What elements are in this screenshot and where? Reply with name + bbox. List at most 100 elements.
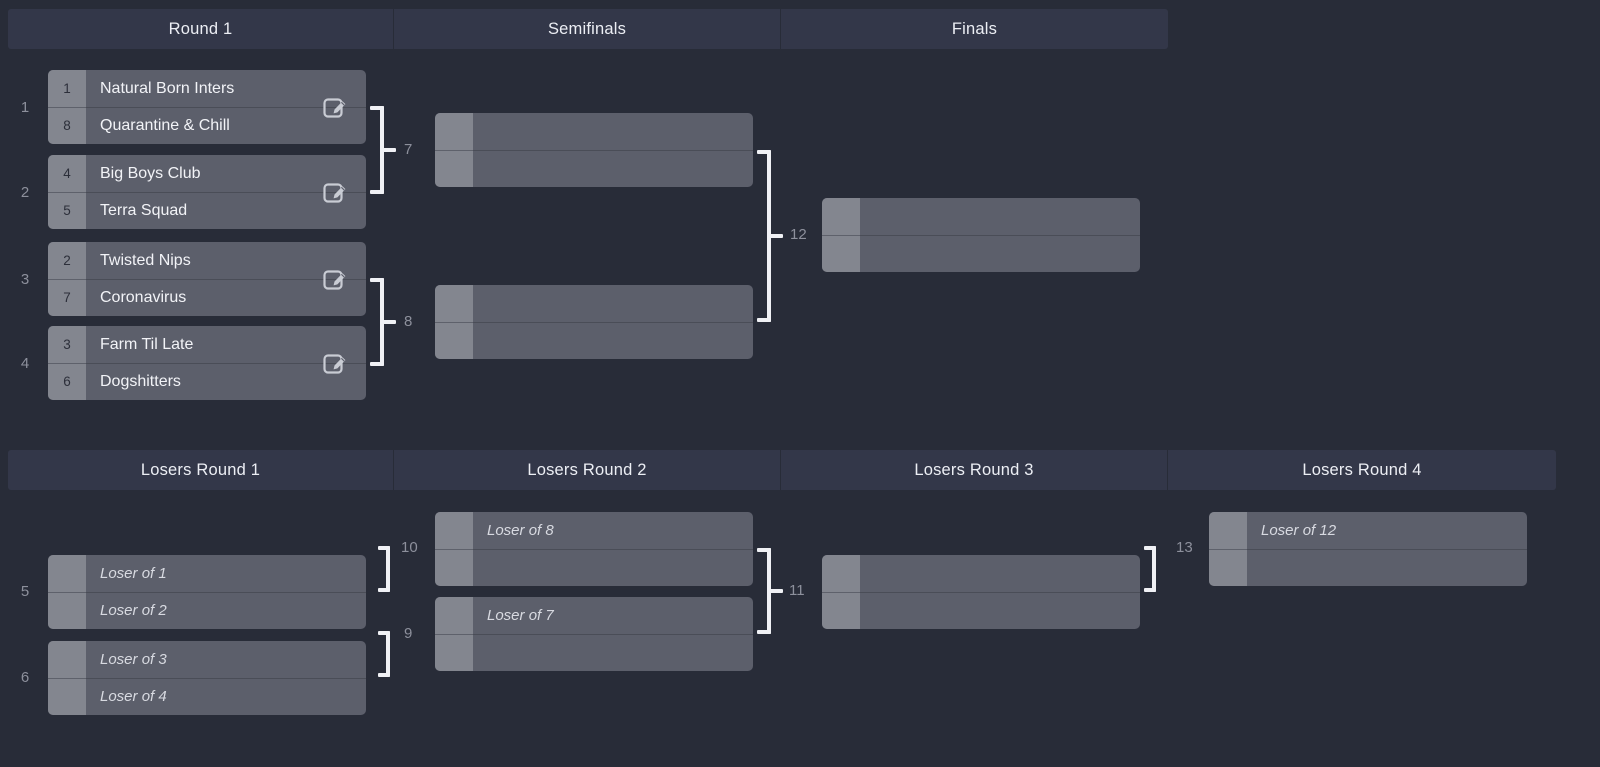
header-semifinals-label: Semifinals	[547, 19, 627, 38]
match-row-number-1: 1	[20, 99, 30, 116]
header-round-1-label: Round 1	[168, 19, 233, 38]
match-3-slot-1[interactable]: 2 Twisted Nips	[48, 242, 366, 279]
header-finals[interactable]: Finals	[781, 9, 1168, 49]
match-card-5[interactable]: Loser of 1 Loser of 2	[48, 555, 366, 629]
match-5-slot-2-team: Loser of 2	[100, 602, 167, 619]
match-1-slot-1[interactable]: 1 Natural Born Inters	[48, 70, 366, 107]
match-4-slot-1-seed: 3	[48, 326, 86, 363]
match-6-slot-2[interactable]: Loser of 4	[48, 678, 366, 715]
match-7-slot-2[interactable]	[435, 150, 753, 187]
match-12-slot-1[interactable]	[822, 198, 1140, 235]
match-card-8[interactable]	[435, 285, 753, 359]
match-12-slot-2[interactable]	[822, 235, 1140, 272]
match-2-slot-1[interactable]: 4 Big Boys Club	[48, 155, 366, 192]
match-7-slot-1[interactable]	[435, 113, 753, 150]
match-number-7: 7	[404, 141, 413, 158]
match-13-slot-2[interactable]	[1209, 549, 1527, 586]
match-number-13: 13	[1176, 539, 1193, 556]
header-losers-round-4-label: Losers Round 4	[1302, 460, 1422, 479]
match-row-number-3: 3	[20, 271, 30, 288]
match-card-7[interactable]	[435, 113, 753, 187]
connector-to-final-12	[757, 150, 791, 322]
match-10-slot-2[interactable]	[435, 549, 753, 586]
header-losers-round-4[interactable]: Losers Round 4	[1168, 450, 1556, 490]
connector-to-losers-11	[757, 548, 791, 634]
match-12-slot-2-seed	[822, 235, 860, 272]
match-card-9[interactable]: Loser of 7	[435, 597, 753, 671]
match-8-slot-2[interactable]	[435, 322, 753, 359]
match-2-slot-2[interactable]: 5 Terra Squad	[48, 192, 366, 229]
match-8-slot-2-seed	[435, 322, 473, 359]
match-3-slot-2-seed: 7	[48, 279, 86, 316]
match-card-10[interactable]: Loser of 8	[435, 512, 753, 586]
match-11-slot-1[interactable]	[822, 555, 1140, 592]
match-card-9-body: Loser of 7	[435, 597, 753, 671]
match-1-slot-1-seed: 1	[48, 70, 86, 107]
match-6-slot-1-seed	[48, 641, 86, 678]
header-losers-round-1[interactable]: Losers Round 1	[8, 450, 394, 490]
match-6-slot-1[interactable]: Loser of 3	[48, 641, 366, 678]
match-1-slot-2[interactable]: 8 Quarantine & Chill	[48, 107, 366, 144]
match-7-slot-2-seed	[435, 150, 473, 187]
match-4-slot-1[interactable]: 3 Farm Til Late	[48, 326, 366, 363]
match-card-1[interactable]: 1 Natural Born Inters 8 Quarantine & Chi…	[48, 70, 366, 144]
match-card-12[interactable]	[822, 198, 1140, 272]
match-2-slot-2-seed: 5	[48, 192, 86, 229]
match-5-slot-1[interactable]: Loser of 1	[48, 555, 366, 592]
match-8-slot-1-seed	[435, 285, 473, 322]
match-card-3[interactable]: 2 Twisted Nips 7 Coronavirus	[48, 242, 366, 316]
match-3-slot-1-seed: 2	[48, 242, 86, 279]
losers-round-headers: Losers Round 1 Losers Round 2 Losers Rou…	[8, 450, 1556, 490]
match-card-13[interactable]: Loser of 12	[1209, 512, 1527, 586]
match-8-slot-1[interactable]	[435, 285, 753, 322]
match-11-slot-2[interactable]	[822, 592, 1140, 629]
match-card-6[interactable]: Loser of 3 Loser of 4	[48, 641, 366, 715]
match-card-4[interactable]: 3 Farm Til Late 6 Dogshitters	[48, 326, 366, 400]
winners-round-headers: Round 1 Semifinals Finals	[8, 9, 1168, 49]
match-card-11-body	[822, 555, 1140, 629]
match-13-slot-2-seed	[1209, 549, 1247, 586]
edit-pencil-icon[interactable]	[320, 177, 350, 207]
match-9-slot-1[interactable]: Loser of 7	[435, 597, 753, 634]
match-card-12-body	[822, 198, 1140, 272]
match-11-slot-2-seed	[822, 592, 860, 629]
match-5-slot-1-seed	[48, 555, 86, 592]
match-10-slot-1[interactable]: Loser of 8	[435, 512, 753, 549]
match-number-12: 12	[790, 226, 807, 243]
connector-to-losers-13	[1144, 546, 1174, 592]
match-card-7-body	[435, 113, 753, 187]
header-finals-label: Finals	[951, 19, 998, 38]
match-6-slot-1-team: Loser of 3	[100, 651, 167, 668]
edit-pencil-icon[interactable]	[320, 348, 350, 378]
connector-to-semifinal-8	[370, 278, 402, 366]
match-10-slot-1-team: Loser of 8	[487, 522, 554, 539]
header-semifinals[interactable]: Semifinals	[394, 9, 781, 49]
match-number-10: 10	[401, 539, 418, 556]
match-9-slot-1-team: Loser of 7	[487, 607, 554, 624]
match-row-number-4: 4	[20, 355, 30, 372]
match-number-8: 8	[404, 313, 413, 330]
header-losers-round-2[interactable]: Losers Round 2	[394, 450, 781, 490]
match-5-slot-2-seed	[48, 592, 86, 629]
match-5-slot-2[interactable]: Loser of 2	[48, 592, 366, 629]
match-13-slot-1[interactable]: Loser of 12	[1209, 512, 1527, 549]
match-5-slot-1-team: Loser of 1	[100, 565, 167, 582]
match-card-3-body: 2 Twisted Nips 7 Coronavirus	[48, 242, 366, 316]
edit-pencil-icon[interactable]	[320, 264, 350, 294]
header-round-1[interactable]: Round 1	[8, 9, 394, 49]
match-number-11: 11	[789, 582, 805, 599]
match-row-number-2: 2	[20, 184, 30, 201]
header-losers-round-3[interactable]: Losers Round 3	[781, 450, 1168, 490]
match-card-11[interactable]	[822, 555, 1140, 629]
match-6-slot-2-seed	[48, 678, 86, 715]
match-13-slot-1-team: Loser of 12	[1261, 522, 1337, 539]
match-7-slot-1-seed	[435, 113, 473, 150]
match-11-slot-1-seed	[822, 555, 860, 592]
match-card-8-body	[435, 285, 753, 359]
match-card-2[interactable]: 4 Big Boys Club 5 Terra Squad	[48, 155, 366, 229]
edit-pencil-icon[interactable]	[320, 92, 350, 122]
match-4-slot-2[interactable]: 6 Dogshitters	[48, 363, 366, 400]
match-3-slot-2[interactable]: 7 Coronavirus	[48, 279, 366, 316]
match-9-slot-2[interactable]	[435, 634, 753, 671]
